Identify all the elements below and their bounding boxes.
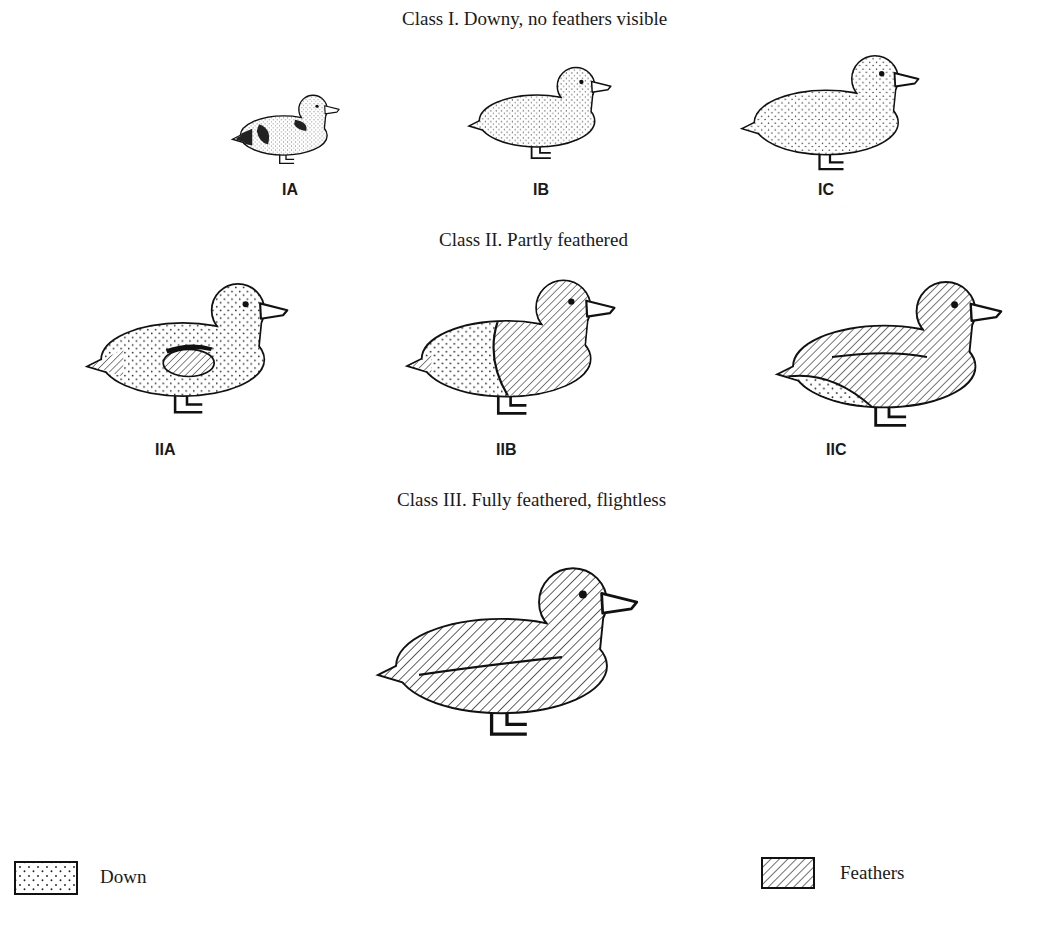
duckling-iib (409, 262, 633, 413)
duckling-iia (89, 285, 287, 413)
age-class-code: IB (533, 180, 549, 199)
duckling-ic (744, 57, 919, 170)
duckling-iic (780, 283, 1001, 426)
class-heading: Class II. Partly feathered (439, 229, 628, 252)
duckling-ib (471, 68, 611, 158)
legend-label: Down (100, 866, 146, 889)
age-class-code: IIC (826, 440, 846, 459)
age-class-code: IA (282, 180, 298, 199)
duckling-iii (381, 569, 637, 734)
duckling-ia (234, 96, 339, 164)
legend-swatch (15, 862, 77, 894)
legend-label: Feathers (840, 862, 904, 885)
class-heading: Class I. Downy, no feathers visible (402, 8, 667, 31)
age-class-code: IIA (155, 440, 175, 459)
class-heading: Class III. Fully feathered, flightless (397, 489, 666, 512)
age-class-code: IC (818, 180, 834, 199)
legend-swatch (762, 858, 814, 888)
age-class-code: IIB (496, 440, 516, 459)
